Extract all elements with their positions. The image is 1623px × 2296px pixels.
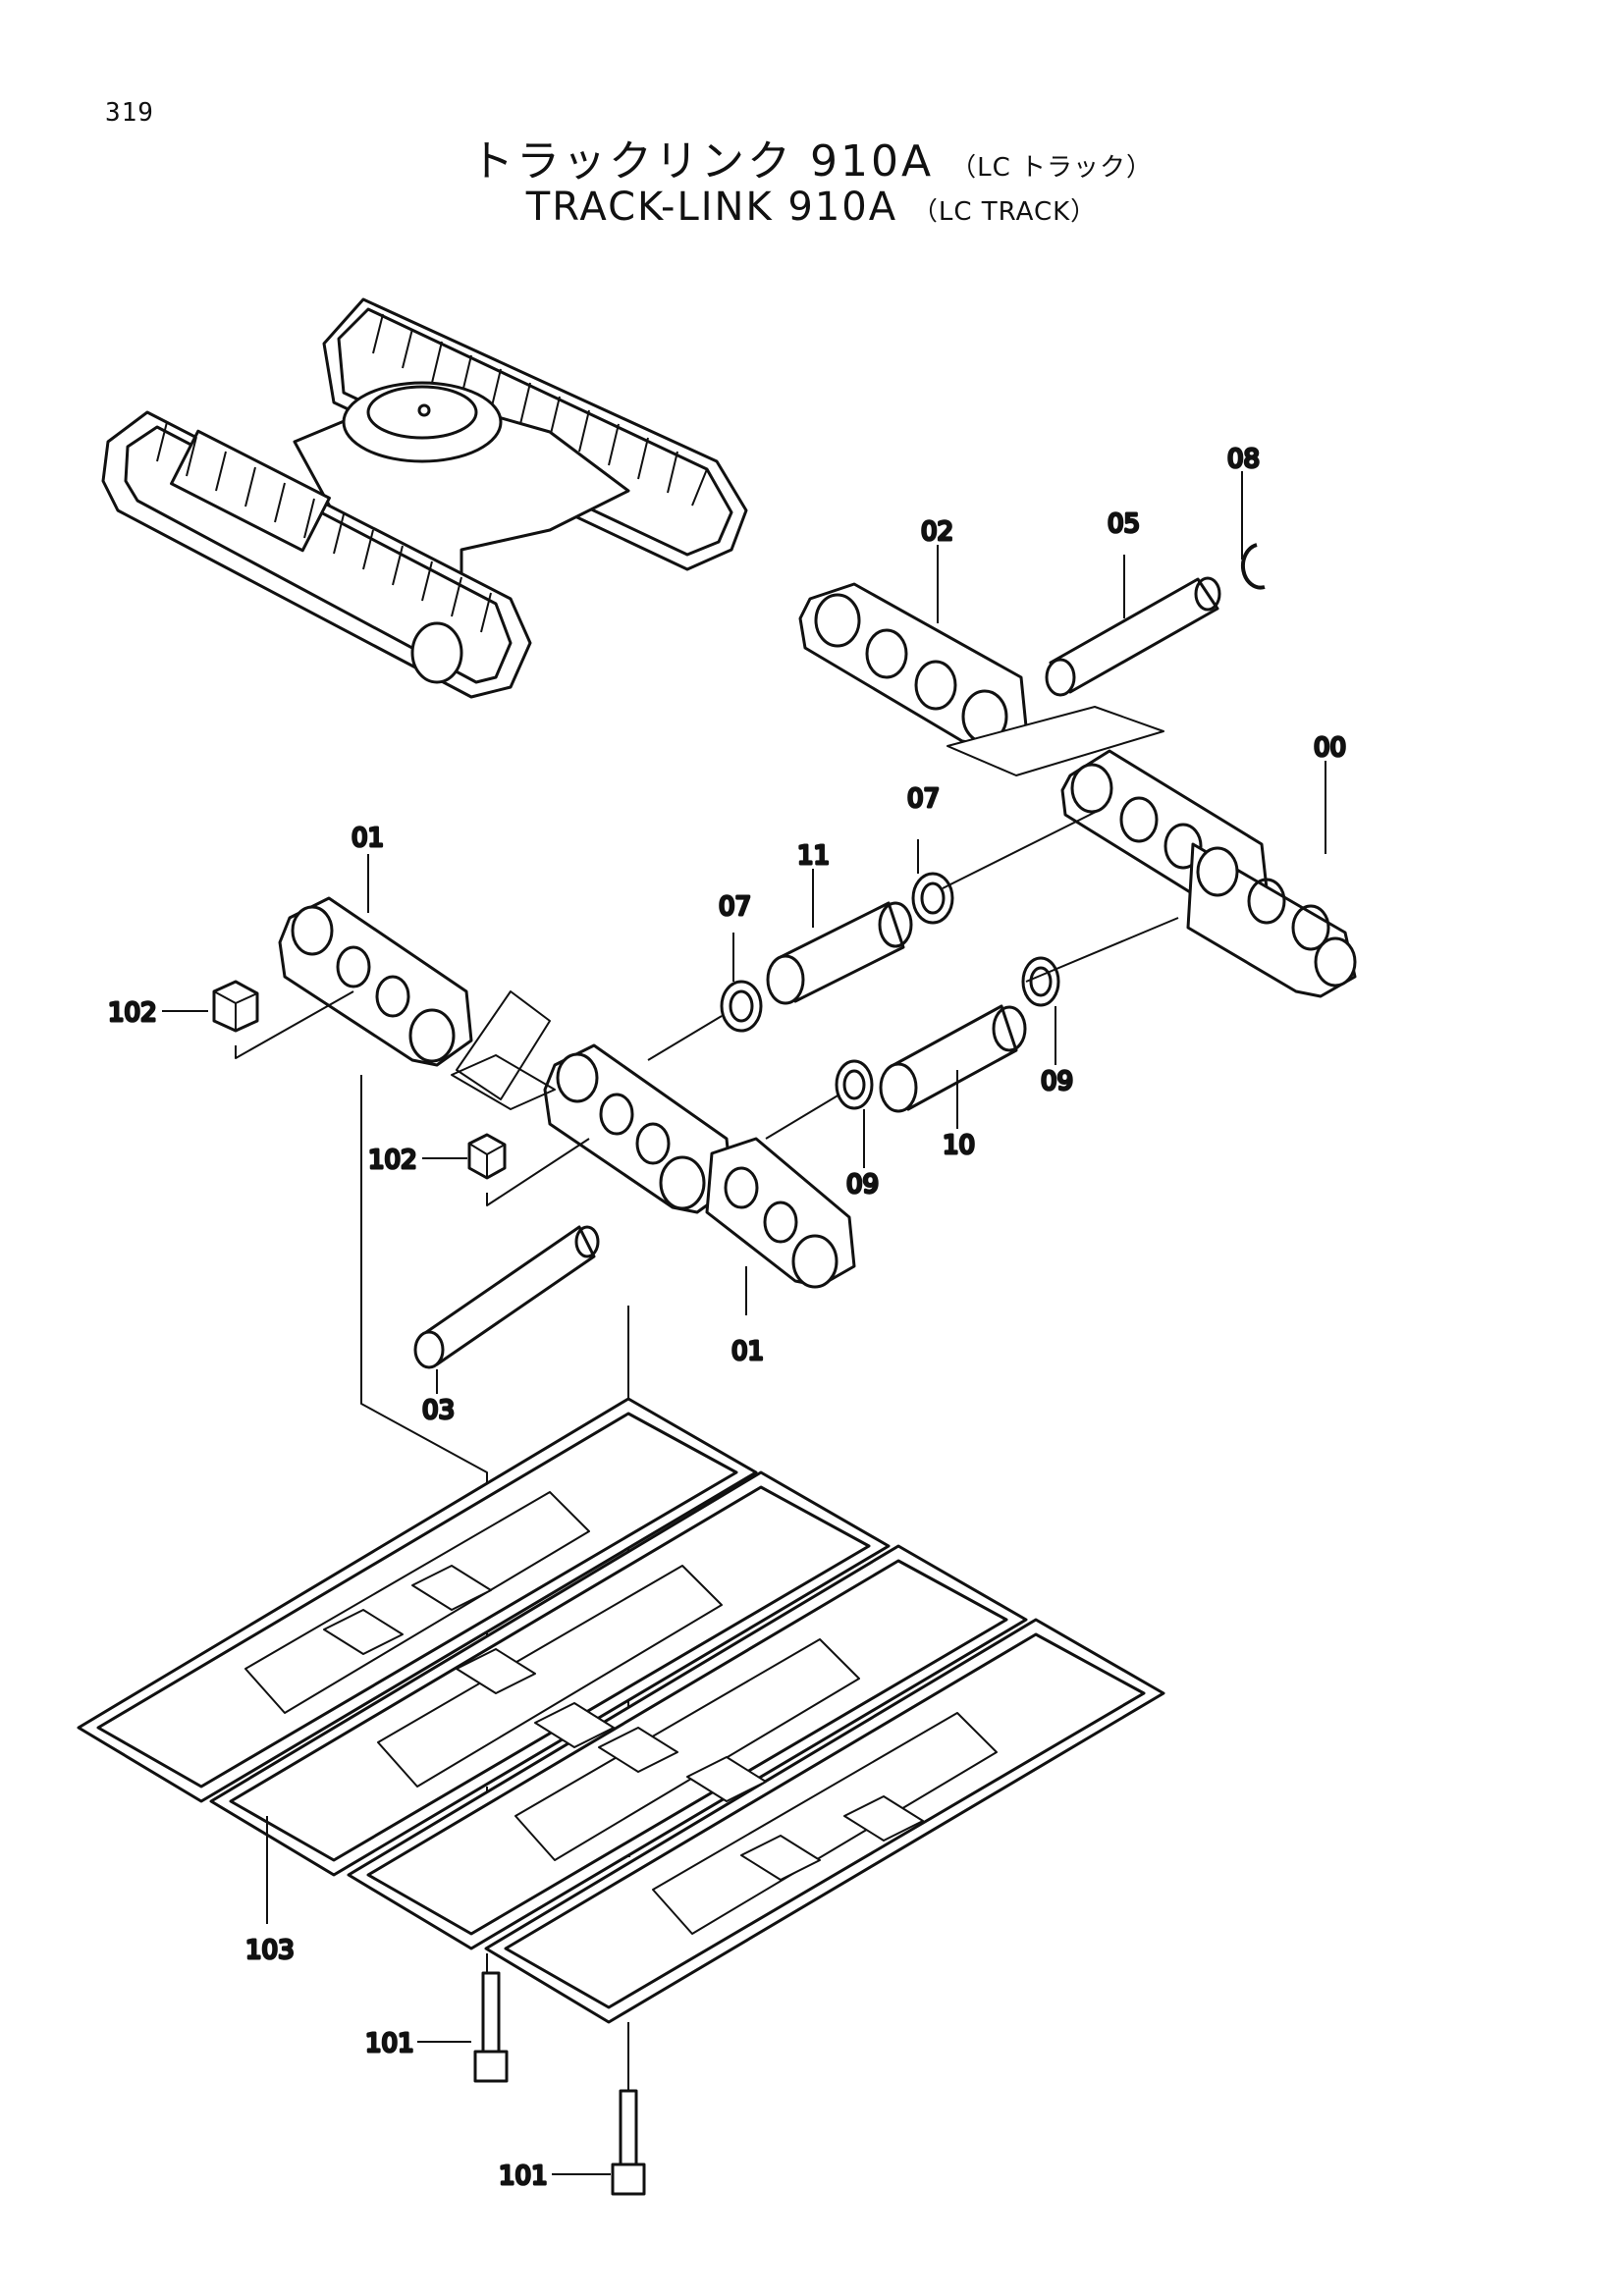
track-shoes-part-103 (77, 1397, 1165, 2024)
callout-07-upper: 07 (907, 784, 940, 814)
leader-lines (162, 471, 1326, 2175)
callout-01-lower: 01 (731, 1337, 764, 1366)
circlip-part-08 (1240, 543, 1266, 590)
callout-03: 03 (422, 1396, 455, 1425)
bolt-part-101 (473, 1953, 646, 2196)
callout-01-upper: 01 (352, 824, 384, 853)
callout-11: 11 (797, 841, 830, 871)
bushing-part-10 (879, 1004, 1027, 1113)
callout-101-lower: 101 (499, 2162, 548, 2191)
title-english-main: TRACK-LINK 910A (525, 185, 898, 230)
pin-part-05 (1045, 576, 1221, 697)
title-english: TRACK-LINK 910A （LC TRACK） (0, 185, 1623, 230)
seal-part-07 (720, 872, 954, 1033)
callout-07-lower: 07 (719, 892, 751, 922)
title-japanese-sub: （LC トラック） (950, 153, 1153, 183)
title-english-sub: （LC TRACK） (911, 197, 1098, 227)
nut-part-102 (212, 980, 507, 1180)
callout-08: 08 (1227, 445, 1260, 474)
callout-102-upper: 102 (108, 998, 157, 1028)
pin-part-03 (413, 1225, 600, 1369)
link-part-02 (798, 582, 1028, 748)
title-japanese-main: トラックリンク 910A (470, 136, 935, 187)
page-number: 319 (105, 98, 154, 128)
callout-102-lower: 102 (368, 1146, 417, 1175)
callout-09-left: 09 (846, 1170, 879, 1200)
callout-10: 10 (943, 1131, 975, 1160)
callout-02: 02 (921, 517, 953, 547)
undercarriage-illustration (101, 297, 748, 699)
seal-part-09 (835, 956, 1060, 1110)
callout-05: 05 (1108, 509, 1140, 539)
callout-101-upper: 101 (365, 2029, 414, 2058)
callout-09-right: 09 (1041, 1067, 1073, 1096)
callout-103: 103 (245, 1936, 295, 1965)
callout-00: 00 (1314, 733, 1346, 763)
link-part-01-left (278, 896, 473, 1067)
title-japanese: トラックリンク 910A （LC トラック） (0, 126, 1623, 188)
link-part-01-center (543, 1043, 856, 1289)
bushing-part-11 (766, 901, 913, 1005)
link-assembly-part-00 (1060, 749, 1357, 998)
